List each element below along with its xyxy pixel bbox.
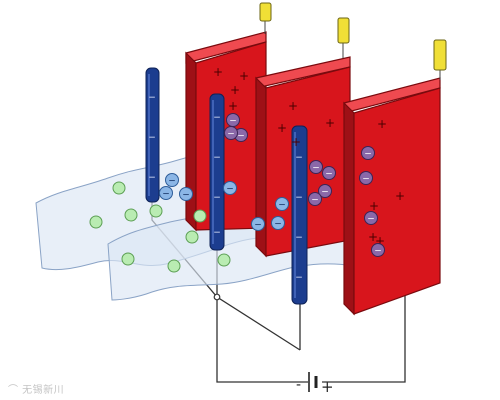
neutral-dust-particle <box>185 230 199 244</box>
ion-minus-sign: − <box>321 188 329 198</box>
anode-plus-sign: + <box>239 69 249 83</box>
charged-dust-ion <box>179 187 193 201</box>
cathode-minus-sign: − <box>295 273 303 283</box>
neutral-dust-particle <box>167 259 181 273</box>
cathode-minus-sign: − <box>148 93 156 103</box>
collected-negative-ion <box>318 184 332 198</box>
anode-plate-3-side <box>343 101 355 316</box>
cathode-minus-sign: − <box>213 153 221 163</box>
anode-plus-sign: + <box>375 234 385 248</box>
ion-minus-sign: − <box>182 191 190 201</box>
neutral-dust-particle <box>193 209 207 223</box>
collected-negative-ion <box>224 126 238 140</box>
anode-plus-sign: + <box>230 83 240 97</box>
ion-minus-sign: − <box>227 130 235 140</box>
anode-return-wire <box>322 288 406 383</box>
charged-dust-ion <box>271 216 285 230</box>
ion-minus-sign: − <box>168 177 176 187</box>
anode-plates <box>185 31 441 316</box>
anode-terminals <box>259 2 447 80</box>
cathode-minus-sign: − <box>295 153 303 163</box>
anode-plate-1-side <box>185 51 197 232</box>
battery-negative-label: - <box>296 377 301 393</box>
collected-negative-ion <box>359 171 373 185</box>
battery-symbol <box>308 372 318 392</box>
anode-plate-3-face <box>353 87 441 315</box>
ion-minus-sign: − <box>311 196 319 206</box>
neutral-dust-particle <box>112 181 126 195</box>
anode-plus-sign: + <box>228 99 238 113</box>
collected-negative-ion <box>322 166 336 180</box>
anode-plus-sign: + <box>213 65 223 79</box>
anode-plus-sign: + <box>368 230 378 244</box>
ion-minus-sign: − <box>237 132 245 142</box>
anode-plus-sign: + <box>288 99 298 113</box>
ion-minus-sign: − <box>254 221 262 231</box>
anode-signs: ++++++++++++++ <box>213 65 405 248</box>
anode-plus-sign: + <box>277 121 287 135</box>
charged-dust-ion <box>275 197 289 211</box>
neutral-dust-particle <box>124 208 138 222</box>
ion-minus-sign: − <box>367 215 375 225</box>
charged-dust-ion <box>159 186 173 200</box>
neutral-dust-particle <box>121 252 135 266</box>
particles: −−−−−−−−−−−−−−−−−− <box>89 113 385 273</box>
ion-minus-sign: − <box>364 150 372 160</box>
ion-minus-sign: − <box>274 220 282 230</box>
terminal-1-cap <box>259 2 272 22</box>
collected-negative-ion <box>364 211 378 225</box>
cathode-signs: −−−−−−−−−−− <box>148 93 303 283</box>
neutral-dust-particle <box>89 215 103 229</box>
cathode-minus-sign: − <box>213 193 221 203</box>
cathode-minus-sign: − <box>213 113 221 123</box>
ion-minus-sign: − <box>312 164 320 174</box>
ion-minus-sign: − <box>278 201 286 211</box>
collected-negative-ion <box>308 192 322 206</box>
cathode-minus-sign: − <box>295 193 303 203</box>
ion-minus-sign: − <box>325 170 333 180</box>
terminal-3-cap <box>433 39 447 71</box>
terminal-2-cap <box>337 17 350 44</box>
ion-minus-sign: − <box>226 185 234 195</box>
anode-plus-sign: + <box>291 135 301 149</box>
anode-plus-sign: + <box>369 199 379 213</box>
anode-plus-sign: + <box>325 116 335 130</box>
cathode-rod-highlights <box>148 74 296 298</box>
watermark-text: ⌒ 无锡新川 <box>8 385 65 396</box>
battery-positive-label: + <box>321 378 334 396</box>
anode-plus-sign: + <box>377 117 387 131</box>
collected-negative-ion <box>361 146 375 160</box>
cathode-minus-sign: − <box>295 233 303 243</box>
charged-dust-ion <box>251 217 265 231</box>
ion-minus-sign: − <box>229 117 237 127</box>
ion-minus-sign: − <box>374 247 382 257</box>
charged-dust-ion <box>165 173 179 187</box>
neutral-dust-particle <box>217 253 231 267</box>
cathode-minus-sign: − <box>148 133 156 143</box>
ion-minus-sign: − <box>162 190 170 200</box>
anode-plus-sign: + <box>395 189 405 203</box>
neutral-dust-particle <box>149 204 163 218</box>
charged-dust-ion <box>223 181 237 195</box>
wire-junction-node <box>213 293 221 301</box>
collected-negative-ion <box>309 160 323 174</box>
cathode-minus-sign: − <box>213 228 221 238</box>
cathode-minus-sign: − <box>148 173 156 183</box>
ion-minus-sign: − <box>362 175 370 185</box>
collected-negative-ion <box>371 243 385 257</box>
